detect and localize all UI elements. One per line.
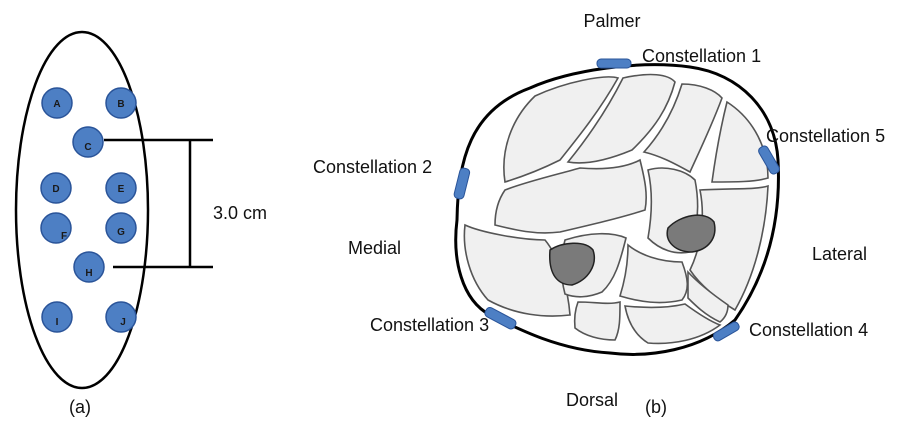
electrode-b: B — [106, 88, 136, 118]
svg-text:C: C — [84, 142, 91, 153]
svg-text:J: J — [120, 317, 126, 328]
constellation-4-label: Constellation 4 — [749, 320, 868, 340]
electrode-f: F — [41, 213, 71, 243]
svg-text:I: I — [56, 317, 59, 328]
electrode-g: G — [106, 213, 136, 243]
constellation-1-electrode — [597, 59, 631, 68]
svg-text:H: H — [85, 268, 92, 279]
constellation-2-label: Constellation 2 — [313, 157, 432, 177]
orientation-left-label: Medial — [348, 238, 401, 258]
svg-text:D: D — [52, 184, 59, 195]
electrode-e: E — [106, 173, 136, 203]
caption-b: (b) — [645, 397, 667, 417]
distance-label: 3.0 cm — [213, 203, 267, 223]
svg-text:F: F — [61, 231, 67, 242]
electrode-c: C — [73, 127, 103, 157]
orientation-bottom-label: Dorsal — [566, 390, 618, 410]
orientation-top-label: Palmer — [583, 11, 640, 31]
svg-text:E: E — [118, 184, 125, 195]
svg-text:B: B — [117, 99, 124, 110]
constellation-3-label: Constellation 3 — [370, 315, 489, 335]
electrode-i: I — [42, 302, 72, 332]
svg-text:A: A — [53, 99, 60, 110]
constellation-1-label: Constellation 1 — [642, 46, 761, 66]
orientation-right-label: Lateral — [812, 244, 867, 264]
forearm-outline-a — [16, 32, 148, 388]
panel-b: Palmer Dorsal Medial Lateral Constellati… — [313, 11, 885, 417]
svg-text:G: G — [117, 227, 125, 238]
constellation-5-label: Constellation 5 — [766, 126, 885, 146]
electrode-h: H — [74, 252, 104, 282]
electrode-j: J — [106, 302, 136, 332]
panel-a: A B C D E F G H — [16, 32, 267, 417]
electrode-d: D — [41, 173, 71, 203]
electrode-a: A — [42, 88, 72, 118]
caption-a: (a) — [69, 397, 91, 417]
